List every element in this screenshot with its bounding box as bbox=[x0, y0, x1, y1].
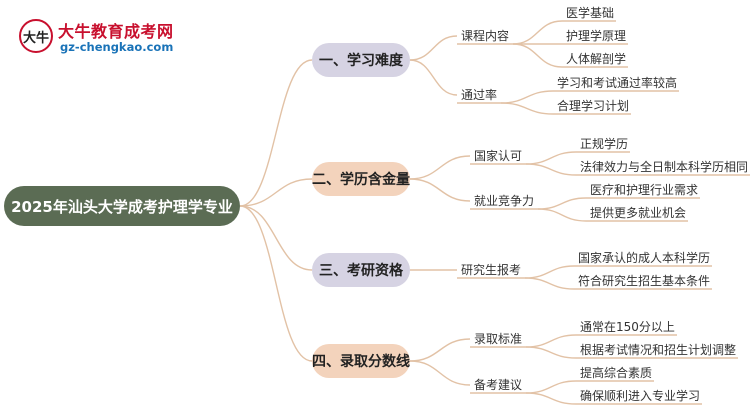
sub-national-recognition: 国家认可 bbox=[474, 149, 523, 163]
leaf-human-anatomy: 人体解剖学 bbox=[566, 52, 627, 66]
connector-sub-leaf-0-0-0 bbox=[512, 20, 563, 45]
connector-root-branch-3 bbox=[239, 205, 313, 362]
sub-admission-standard: 录取标准 bbox=[474, 332, 523, 346]
leaf-basic-conditions: 符合研究生招生基本条件 bbox=[578, 274, 711, 288]
connector-branch-sub-3-0 bbox=[409, 338, 471, 362]
connector-branch-sub-3-1 bbox=[409, 360, 471, 386]
connector-sub-leaf-3-0-0 bbox=[525, 334, 577, 348]
logo-url: gz-chengkao.com bbox=[60, 40, 174, 54]
leaf-study-plan: 合理学习计划 bbox=[557, 99, 630, 113]
leaf-industry-demand: 医疗和护理行业需求 bbox=[590, 183, 699, 197]
logo-title: 大牛教育成考网 bbox=[58, 22, 174, 41]
branch-degree-value: 二、学历含金量 bbox=[312, 162, 410, 196]
connector-sub-leaf-3-0-1 bbox=[525, 346, 577, 359]
connector-branch-sub-0-0 bbox=[409, 35, 458, 61]
connector-sub-leaf-1-1-1 bbox=[537, 208, 587, 222]
connector-branch-sub-1-0 bbox=[409, 155, 471, 180]
connector-root-branch-0 bbox=[239, 59, 313, 207]
connector-sub-leaf-0-1-0 bbox=[500, 90, 554, 104]
leaf-nursing-principles: 护理学原理 bbox=[566, 29, 627, 43]
connector-sub-leaf-3-1-0 bbox=[525, 380, 577, 394]
connector-root-branch-1 bbox=[239, 178, 313, 207]
sub-course-content: 课程内容 bbox=[461, 29, 510, 43]
sub-exam-advice: 备考建议 bbox=[474, 378, 523, 392]
branch-learning-difficulty: 一、学习难度 bbox=[312, 43, 410, 77]
leaf-overall-quality: 提高综合素质 bbox=[580, 366, 653, 380]
connector-sub-leaf-2-0-0 bbox=[524, 265, 575, 279]
connector-sub-leaf-2-0-1 bbox=[524, 277, 575, 290]
branch-postgrad-eligibility: 三、考研资格 bbox=[312, 253, 410, 287]
sub-employment-competitiveness: 就业竞争力 bbox=[474, 194, 535, 208]
leaf-smooth-entry: 确保顺利进入专业学习 bbox=[580, 389, 701, 403]
connector-sub-leaf-1-0-0 bbox=[525, 151, 577, 165]
leaf-score-adjustment: 根据考试情况和招生计划调整 bbox=[580, 343, 737, 357]
branch-admission-score: 四、录取分数线 bbox=[312, 344, 410, 378]
logo-mark-icon: 大牛 bbox=[19, 19, 53, 53]
leaf-formal-degree: 正规学历 bbox=[580, 137, 629, 151]
connector-sub-leaf-1-1-0 bbox=[537, 197, 587, 210]
connector-root-branch-2 bbox=[239, 205, 313, 271]
leaf-more-jobs: 提供更多就业机会 bbox=[590, 206, 687, 220]
leaf-high-pass-rate: 学习和考试通过率较高 bbox=[557, 76, 678, 90]
root-node: 2025年汕头大学成考护理学专业 bbox=[4, 186, 240, 226]
leaf-recognized-degree: 国家承认的成人本科学历 bbox=[578, 251, 711, 265]
connector-sub-leaf-0-1-1 bbox=[500, 102, 554, 115]
leaf-score-threshold: 通常在150分以上 bbox=[580, 320, 675, 334]
leaf-medical-basics: 医学基础 bbox=[566, 6, 615, 20]
connector-sub-leaf-0-0-2 bbox=[512, 43, 563, 68]
connector-branch-sub-1-1 bbox=[409, 178, 471, 202]
connector-sub-leaf-1-0-1 bbox=[525, 163, 577, 176]
connector-sub-leaf-3-1-1 bbox=[525, 392, 577, 405]
connector-branch-sub-0-1 bbox=[409, 59, 458, 96]
logo-mark-text: 大牛 bbox=[23, 30, 49, 46]
sub-pass-rate: 通过率 bbox=[461, 88, 498, 102]
site-logo[interactable]: 大牛 大牛教育成考网 gz-chengkao.com bbox=[12, 12, 182, 62]
leaf-legal-equivalence: 法律效力与全日制本科学历相同 bbox=[580, 160, 749, 174]
sub-postgrad-application: 研究生报考 bbox=[461, 263, 522, 277]
